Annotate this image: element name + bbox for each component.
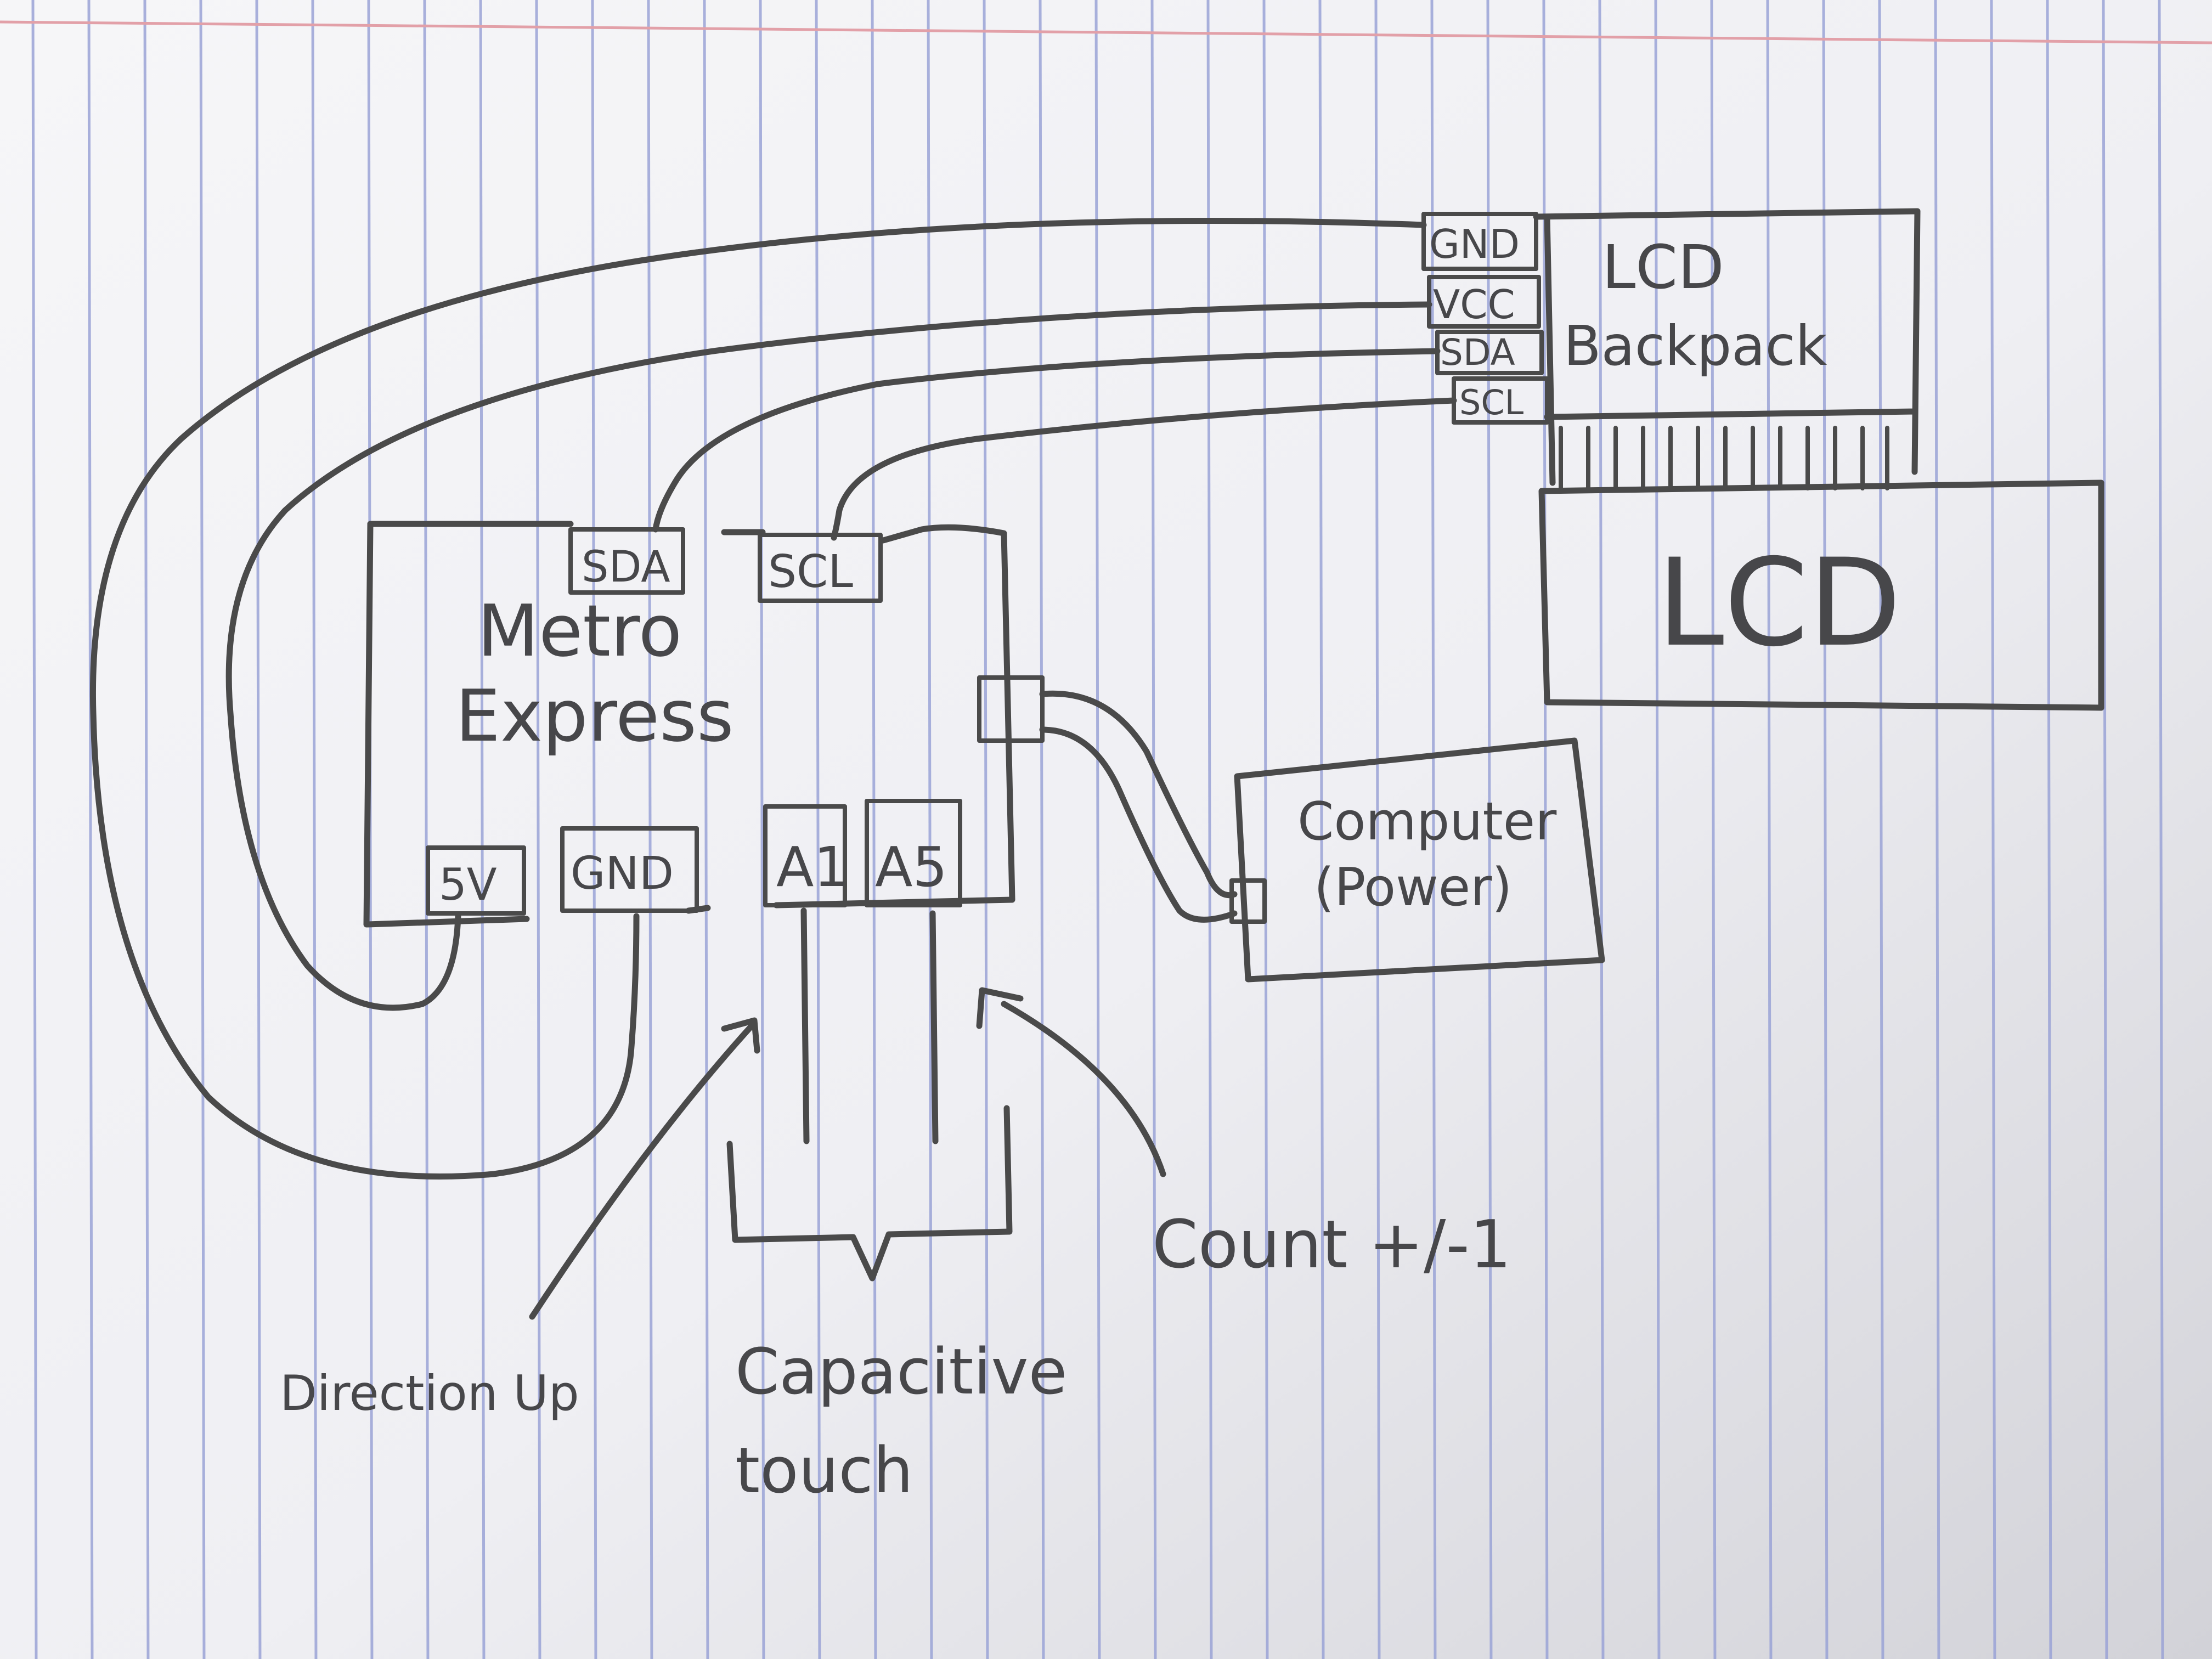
wire-gnd xyxy=(89,218,1427,1180)
backpack-scl-label: SCL xyxy=(1459,382,1524,422)
board-title-line1: Metro xyxy=(477,589,682,673)
arrow-direction-up xyxy=(529,1017,760,1320)
usb-port xyxy=(977,675,1045,743)
board-sda-pin xyxy=(568,527,685,595)
label-direction-up: Direction Up xyxy=(280,1365,579,1421)
backpack-title-line1: LCD xyxy=(1602,232,1724,302)
board-scl-pin xyxy=(758,533,883,603)
usb-cable-a xyxy=(1039,690,1238,898)
board-a1-pin xyxy=(763,804,847,907)
board-a5-pin xyxy=(865,799,962,907)
computer-port xyxy=(1229,878,1267,924)
backpack-title-line2: Backpack xyxy=(1564,314,1827,378)
computer-box xyxy=(1234,737,1605,983)
board-5v-label: 5V xyxy=(439,859,497,910)
capacitive-touch-pad xyxy=(726,1105,1013,1282)
backpack-gnd-label: GND xyxy=(1429,221,1520,267)
board-title-line2: Express xyxy=(455,674,734,758)
lcd-display xyxy=(1538,479,2104,711)
wire-sda xyxy=(652,348,1441,533)
usb-cable-b xyxy=(1039,726,1238,923)
board-sda-label: SDA xyxy=(582,543,670,592)
computer-line1: Computer xyxy=(1297,792,1557,852)
backpack-vcc-label: VCC xyxy=(1433,281,1515,328)
margin-line xyxy=(0,20,2212,44)
lcd-label: LCD xyxy=(1657,533,1901,673)
label-capacitive-line1: Capacitive xyxy=(735,1335,1067,1409)
touch-leads xyxy=(800,907,939,1144)
board-scl-label: SCL xyxy=(768,546,853,598)
arrow-count xyxy=(976,987,1166,1177)
computer-line2: (Power) xyxy=(1314,857,1512,918)
wire-scl xyxy=(831,397,1457,541)
metro-express-board xyxy=(363,521,1045,928)
label-count: Count +/-1 xyxy=(1152,1207,1511,1283)
wire-vcc xyxy=(225,301,1432,1011)
board-5v-pin xyxy=(426,845,526,916)
label-capacitive-line2: touch xyxy=(735,1434,913,1508)
backpack-sda-label: SDA xyxy=(1440,331,1515,374)
backpack-gnd-pin xyxy=(1421,212,1538,271)
board-a5-label: A5 xyxy=(875,835,947,899)
board-gnd-pin xyxy=(560,826,699,913)
board-gnd-label: GND xyxy=(571,848,674,900)
board-a1-label: A1 xyxy=(776,835,849,899)
